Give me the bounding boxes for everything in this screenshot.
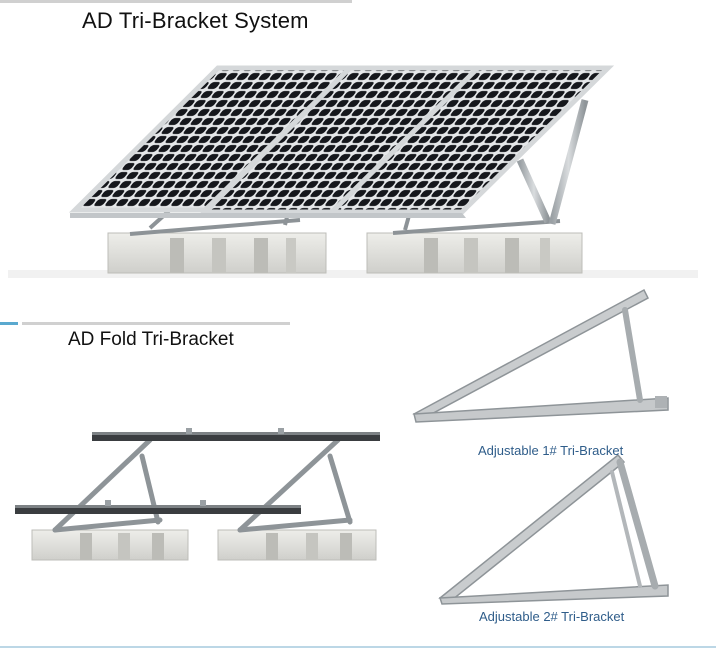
section-rule-gray — [22, 322, 290, 325]
concrete-ballast-left — [107, 232, 327, 274]
header-rule-gray — [0, 0, 352, 3]
adjustable-2-bracket — [438, 453, 669, 605]
caption-adjustable-1: Adjustable 1# Tri-Bracket — [478, 443, 624, 458]
fold-ballast-left — [31, 529, 189, 561]
footer-rule — [0, 646, 716, 648]
fold-ballast-right — [217, 529, 377, 561]
concrete-ballast-right — [366, 232, 583, 274]
adjustable-1-bracket — [412, 288, 669, 423]
section-title-fold: AD Fold Tri-Bracket — [68, 329, 234, 350]
fold-top-rails — [15, 432, 380, 514]
page-title: AD Tri-Bracket System — [82, 8, 309, 33]
caption-adjustable-2: Adjustable 2# Tri-Bracket — [479, 609, 625, 624]
solar-panels — [68, 65, 615, 218]
solar-array-illustration — [8, 65, 698, 278]
section-rule-accent — [0, 322, 18, 325]
